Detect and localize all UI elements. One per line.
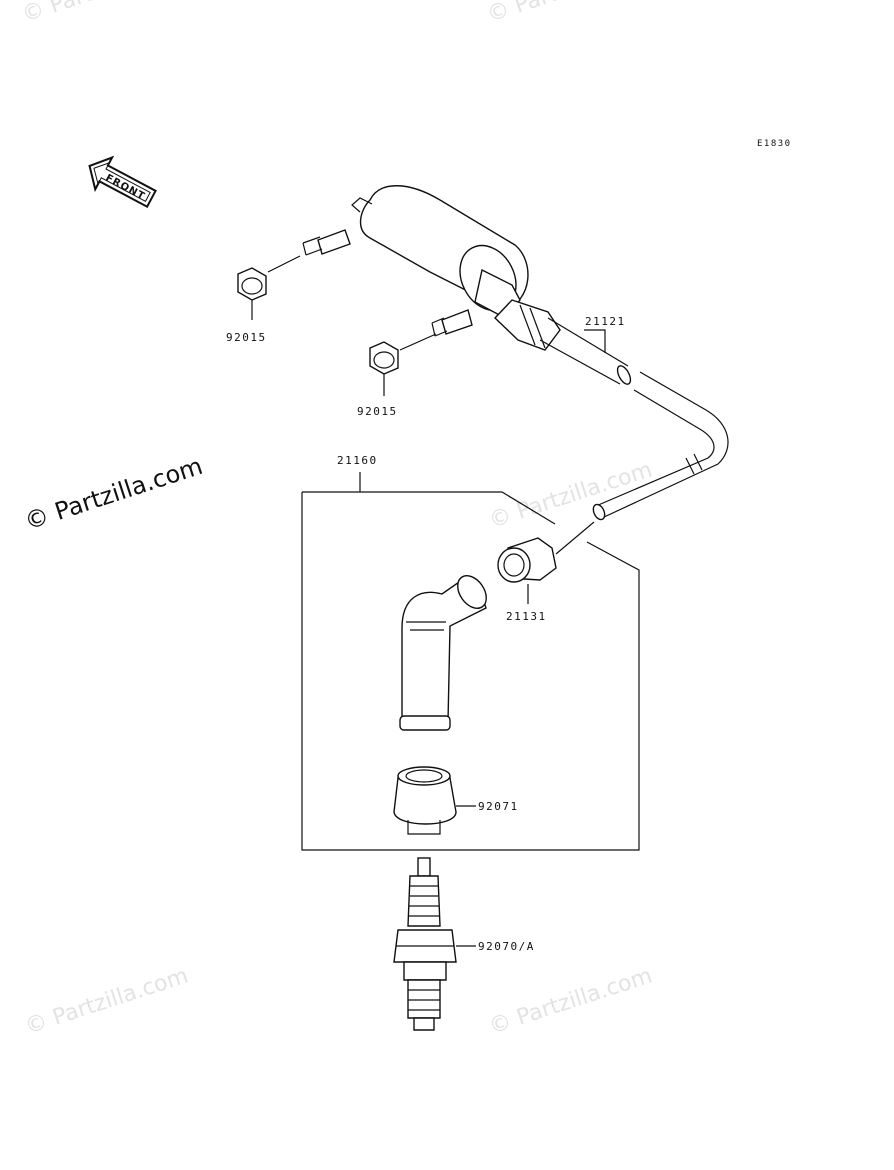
watermarks: © Partzilla.com © Partzilla.com © Partzi… <box>19 0 655 1040</box>
spark-plug <box>393 857 476 1031</box>
watermark-mid-right: © Partzilla.com <box>486 457 655 533</box>
plug-cap <box>399 575 487 731</box>
label-92015-left: 92015 <box>226 331 267 344</box>
watermark-bottom-left: © Partzilla.com <box>22 963 191 1039</box>
diagram-code: E1830 <box>757 139 792 149</box>
watermark-top-right: © Partzilla.com <box>484 0 653 28</box>
seal <box>393 766 476 835</box>
watermark-bottom-right: © Partzilla.com <box>486 963 655 1039</box>
watermark-main: © Partzilla.com <box>21 452 206 536</box>
label-21160: 21160 <box>337 454 378 467</box>
label-92015-right: 92015 <box>357 405 398 418</box>
plug-cap-nut <box>497 521 595 604</box>
watermark-top-left: © Partzilla.com <box>19 0 188 28</box>
cap-assembly-box <box>301 472 640 851</box>
ignition-coil <box>302 185 561 351</box>
front-arrow-icon: FRONT <box>88 155 157 209</box>
label-92071: 92071 <box>478 800 519 813</box>
high-tension-cable <box>539 317 729 521</box>
label-21121: 21121 <box>585 315 626 328</box>
label-92070a: 92070/A <box>478 940 535 953</box>
label-21131: 21131 <box>506 610 547 623</box>
nut-left <box>237 255 301 320</box>
nut-right <box>369 333 437 396</box>
